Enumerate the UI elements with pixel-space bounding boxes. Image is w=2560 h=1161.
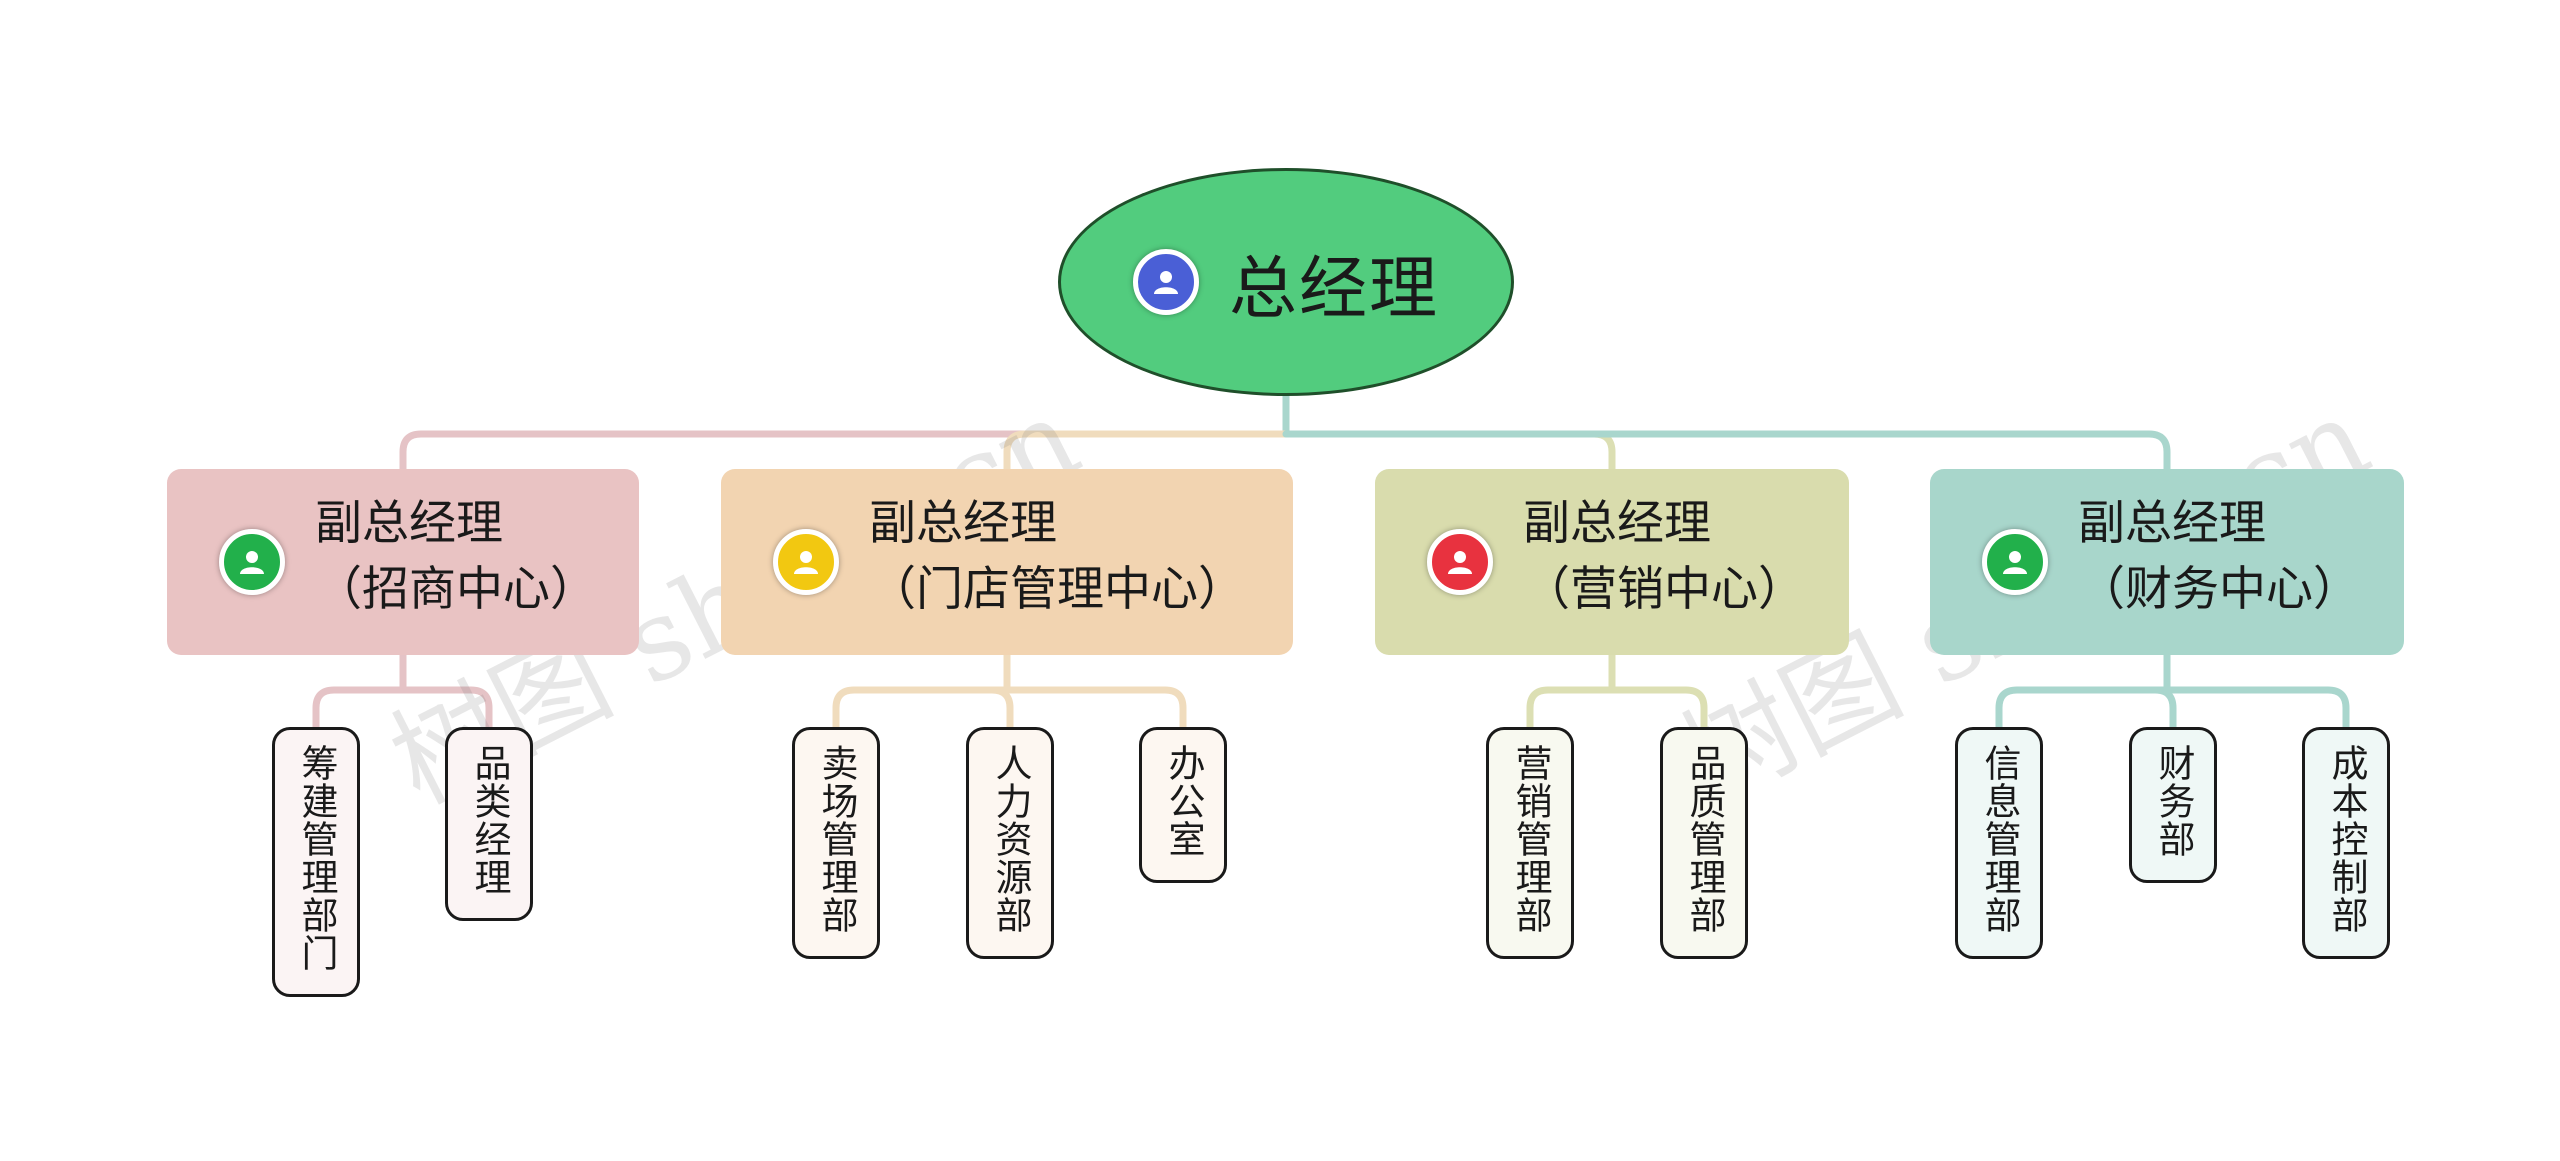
branch-label: 副总经理 （门店管理中心）	[869, 491, 1245, 623]
leaf-label: 成本控制部	[2325, 744, 2368, 934]
person-icon	[1982, 529, 2048, 595]
leaf-node[interactable]: 筹建管理部门	[272, 727, 360, 997]
person-icon	[219, 529, 285, 595]
branch-node-store-management[interactable]: 副总经理 （门店管理中心）	[721, 469, 1293, 655]
leaf-connector	[991, 686, 1014, 731]
branch-connector	[399, 430, 1290, 473]
leaf-node[interactable]: 人力资源部	[966, 727, 1054, 959]
leaf-label: 卖场管理部	[815, 744, 858, 934]
branch-label: 副总经理 （营销中心）	[1523, 491, 1805, 623]
leaf-label: 人力资源部	[989, 744, 1032, 934]
branch-subtitle: （财务中心）	[2078, 562, 2360, 617]
leaf-node[interactable]: 财务部	[2129, 727, 2217, 883]
branch-connector	[1282, 430, 2171, 473]
leaf-label: 品质管理部	[1683, 744, 1726, 934]
root-node[interactable]: 总经理	[1058, 168, 1514, 396]
branch-label: 副总经理 （财务中心）	[2078, 491, 2360, 623]
leaf-label: 办公室	[1162, 744, 1205, 858]
leaf-connector	[2163, 686, 2350, 731]
branch-connector	[1003, 430, 1290, 473]
branch-label: 副总经理 （招商中心）	[315, 491, 597, 623]
branch-title: 副总经理	[1523, 496, 1711, 551]
branch-title: 副总经理	[869, 496, 1057, 551]
leaf-node[interactable]: 营销管理部	[1486, 727, 1574, 959]
branch-connector	[1282, 430, 1616, 473]
leaf-connector	[832, 686, 1011, 731]
person-icon	[1132, 249, 1199, 315]
root-label: 总经理	[1228, 249, 1439, 329]
leaf-node[interactable]: 信息管理部	[1955, 727, 2043, 959]
leaf-label: 品类经理	[468, 744, 511, 896]
branch-title: 副总经理	[2078, 496, 2266, 551]
branch-node-marketing[interactable]: 副总经理 （营销中心）	[1375, 469, 1849, 655]
leaf-label: 信息管理部	[1978, 744, 2021, 934]
leaf-connector	[2154, 686, 2177, 731]
branch-subtitle: （门店管理中心）	[869, 562, 1245, 617]
leaf-node[interactable]: 品类经理	[445, 727, 533, 921]
branch-node-investment[interactable]: 副总经理 （招商中心）	[167, 469, 639, 655]
leaf-node[interactable]: 卖场管理部	[792, 727, 880, 959]
leaf-label: 财务部	[2152, 744, 2195, 858]
leaf-connector	[1608, 686, 1708, 731]
leaf-label: 营销管理部	[1509, 744, 1552, 934]
branch-subtitle: （招商中心）	[315, 562, 597, 617]
leaf-connector	[1003, 686, 1187, 731]
leaf-node[interactable]: 品质管理部	[1660, 727, 1748, 959]
leaf-connector	[312, 686, 407, 731]
branch-node-finance[interactable]: 副总经理 （财务中心）	[1930, 469, 2404, 655]
leaf-node[interactable]: 办公室	[1139, 727, 1227, 883]
branch-title: 副总经理	[315, 496, 503, 551]
branch-subtitle: （营销中心）	[1523, 562, 1805, 617]
leaf-label: 筹建管理部门	[295, 744, 338, 972]
leaf-connector	[1526, 686, 1616, 731]
person-icon	[1427, 529, 1493, 595]
person-icon	[773, 529, 839, 595]
leaf-connector	[399, 686, 493, 731]
leaf-connector	[1995, 686, 2171, 731]
leaf-node[interactable]: 成本控制部	[2302, 727, 2390, 959]
